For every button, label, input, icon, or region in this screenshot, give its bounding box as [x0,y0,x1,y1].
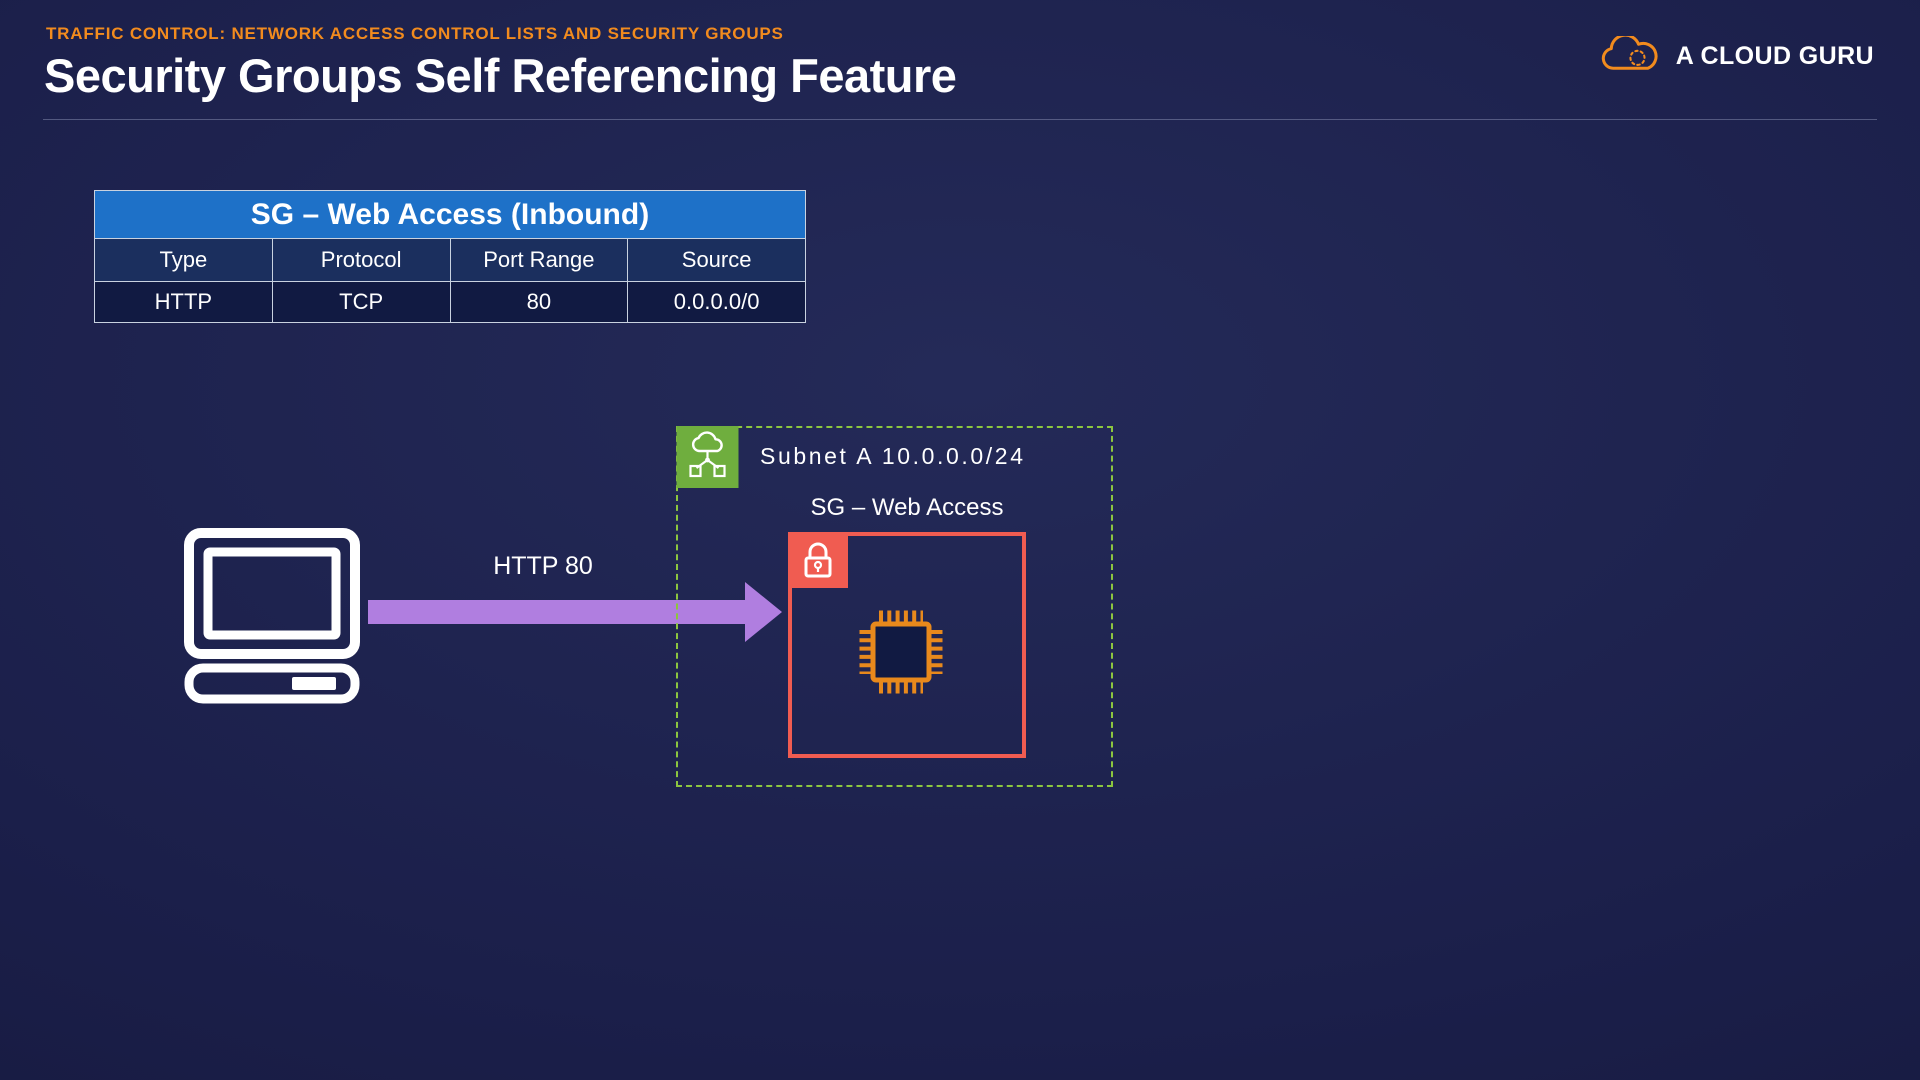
header-divider [43,119,1877,120]
cell-port-range: 80 [449,281,629,323]
brand-logo: A CLOUD GURU [1600,36,1874,76]
table-header-source: Source [627,238,806,282]
security-group-box [788,532,1026,758]
subnet-label: Subnet A 10.0.0.0/24 [760,443,1026,469]
table-header-port-range: Port Range [449,238,629,282]
subnet-network-icon [676,426,739,488]
cell-protocol: TCP [271,281,451,323]
cell-source: 0.0.0.0/0 [627,281,806,323]
table-title: SG – Web Access (Inbound) [94,190,806,239]
desktop-computer-icon [184,528,360,704]
sg-rules-table: SG – Web Access (Inbound) Type Protocol … [94,190,806,323]
lock-icon [788,532,848,588]
arrow-label: HTTP 80 [493,552,593,580]
page-title: Security Groups Self Referencing Feature [44,49,957,102]
table-row: HTTP TCP 80 0.0.0.0/0 [94,281,806,323]
traffic-arrow [368,582,782,642]
cpu-chip-icon [859,610,943,694]
table-header-protocol: Protocol [271,238,451,282]
security-group-label: SG – Web Access [810,494,1004,521]
table-header-type: Type [94,238,273,282]
subnet-box: Subnet A 10.0.0.0/24 SG – Web Access [676,426,1113,787]
lesson-eyebrow: TRAFFIC CONTROL: NETWORK ACCESS CONTROL … [46,24,784,43]
brand-name: A CLOUD GURU [1675,41,1874,70]
cloud-icon [1601,36,1658,70]
cell-type: HTTP [94,281,273,323]
